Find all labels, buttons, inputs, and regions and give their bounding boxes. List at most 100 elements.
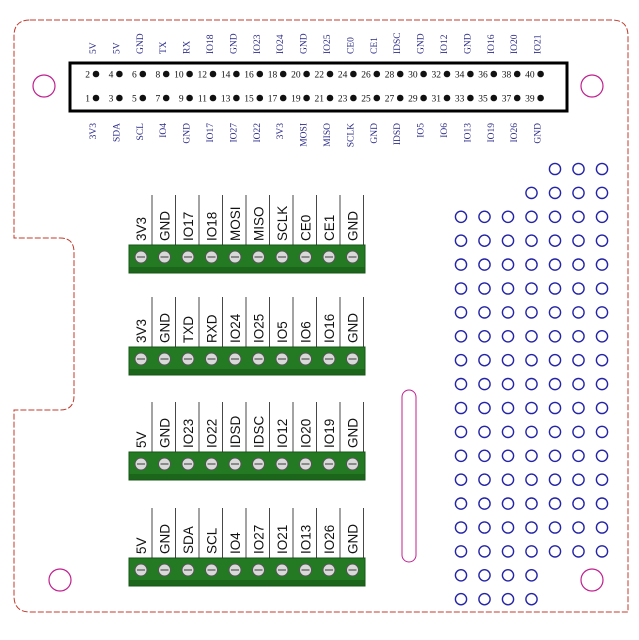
proto-hole [572,377,585,391]
header-top-label: GND [136,33,146,54]
header-pin [513,94,521,102]
proto-hole [454,569,468,582]
header-pin-number: 26 [361,71,371,81]
proto-hole [525,497,538,510]
proto-hole [525,306,538,319]
terminal-label: GND [158,313,173,343]
header-pin [490,94,498,102]
terminal-label: GND [346,418,361,448]
header-top-label: GND [463,33,473,54]
terminal-label: IO21 [275,525,290,554]
proto-hole [572,425,585,439]
header-pin-number: 37 [502,95,512,105]
terminal-label: IO17 [181,212,196,241]
terminal-label: GND [346,211,361,241]
header-bottom-label: IO27 [229,123,239,143]
proto-hole [572,449,585,463]
proto-hole [572,234,585,247]
board-slot [401,389,417,563]
proto-hole [478,377,491,391]
header-pin-number: 13 [221,95,231,105]
mount-hole-top-left [32,74,56,98]
terminal-label: IO19 [322,419,337,448]
proto-hole [478,592,491,606]
proto-hole [548,234,562,247]
terminal-label: IO18 [205,212,220,241]
header-pin-number: 14 [221,71,231,81]
proto-hole [454,377,468,391]
header-pin [537,94,544,102]
proto-hole [595,377,609,391]
proto-hole [548,401,562,415]
proto-hole [548,473,562,487]
proto-hole [548,353,562,367]
proto-hole [525,569,538,582]
header-pin [303,94,310,102]
proto-hole [595,329,609,343]
header-bottom-label: IO22 [253,123,263,143]
proto-hole [572,162,585,176]
proto-hole [572,521,585,534]
proto-hole [478,210,491,224]
proto-hole [525,377,538,391]
proto-hole [525,282,538,295]
proto-hole [595,306,609,319]
header-pin [467,70,474,78]
proto-hole [501,473,515,487]
proto-hole [501,282,515,295]
header-pin-number: 1 [85,95,90,105]
terminal-block-base [129,369,365,375]
header-pin-number: 28 [385,71,395,81]
header-bottom-label: MOSI [300,123,310,147]
proto-hole [525,353,538,367]
header-pin [420,70,427,78]
proto-hole [525,473,538,487]
header-pin [116,94,123,102]
proto-hole [478,569,491,582]
header-bottom-label: GND [370,123,380,144]
proto-hole [501,210,515,224]
mount-hole-bottom-right [580,568,604,592]
header-pin-number: 11 [198,95,207,105]
header-pin [443,70,451,78]
header-pin-number: 2 [85,71,90,81]
proto-hole [595,258,609,271]
header-pin [326,94,334,102]
terminal-label: MOSI [228,206,243,241]
header-pin-number: 34 [455,71,465,81]
header-pin [373,94,381,102]
header-pin-number: 7 [155,95,160,105]
prototype-area [454,162,609,606]
proto-hole [595,521,609,534]
header-pin [350,70,357,78]
header-pin-number: 5 [132,95,137,105]
proto-hole [454,329,468,343]
proto-hole [501,592,515,606]
header-top-label: GND [300,33,310,54]
proto-hole [454,401,468,415]
terminal-block-base [129,580,365,586]
terminal-label: RXD [205,314,220,343]
proto-hole [454,234,468,247]
header-pin-number: 22 [315,71,325,81]
header-bottom-label: SCLK [346,123,356,147]
proto-hole [572,282,585,295]
proto-hole [525,401,538,415]
header-pin [303,70,310,78]
proto-hole [548,306,562,319]
proto-hole [454,210,468,224]
proto-hole [501,258,515,271]
terminal-label: SDA [181,526,196,554]
header-top-label: IO20 [510,34,520,54]
header-top-label: IDSC [393,32,403,54]
header-pin-number: 3 [109,95,114,105]
header-pin [279,70,287,78]
terminal-label: TXD [181,316,196,343]
proto-hole [525,234,538,247]
header-bottom-label: IO26 [510,123,520,143]
terminal-label: IO6 [299,321,314,343]
header-pin-number: 25 [361,95,371,105]
